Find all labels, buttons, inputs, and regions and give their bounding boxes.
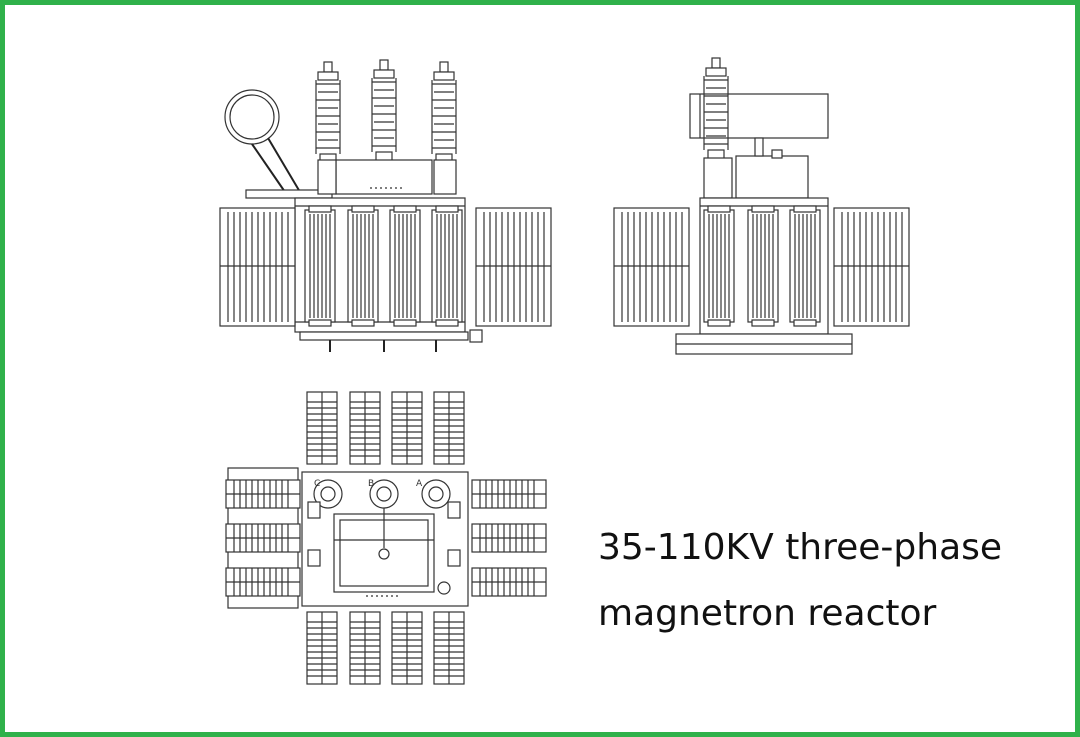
conservator-tank bbox=[224, 89, 280, 145]
phase-label-b: B bbox=[368, 479, 374, 489]
plan-view: C B A bbox=[225, 391, 547, 685]
side-elevation bbox=[613, 57, 910, 355]
caption-line-1: 35-110KV three-phase bbox=[598, 527, 1003, 568]
phase-label-a: A bbox=[416, 479, 423, 489]
phase-label-c: C bbox=[314, 479, 320, 489]
caption-line-2: magnetron reactor bbox=[598, 593, 937, 634]
side-conservator bbox=[689, 93, 829, 139]
front-elevation bbox=[219, 59, 552, 352]
caption: 35-110KV three-phase magnetron reactor bbox=[598, 515, 1058, 647]
